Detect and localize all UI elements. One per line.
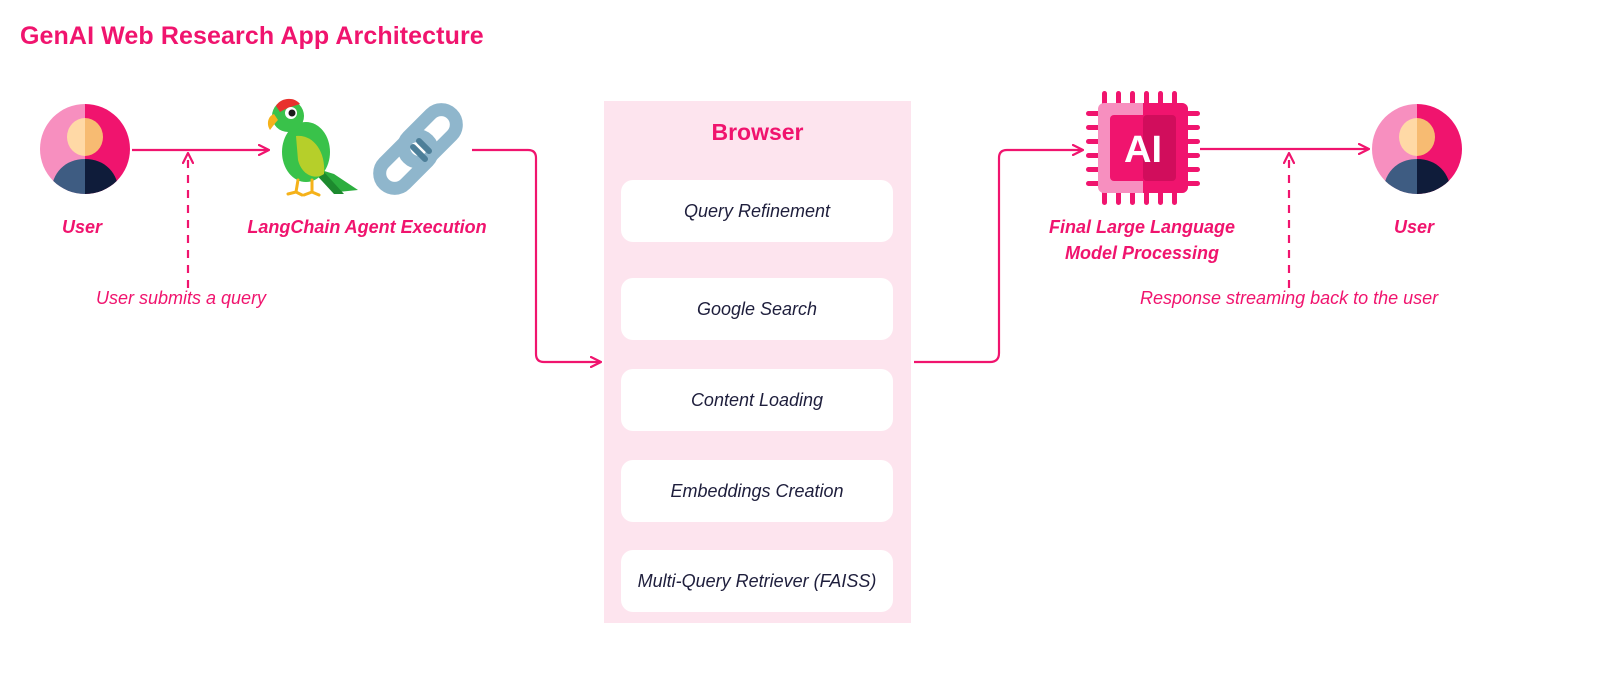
parrot-icon [267,98,358,197]
user-start-label: User [61,217,103,237]
ai-chip-icon: AI [1086,91,1200,205]
arrow-browser-to-llm [914,150,1082,364]
browser-panel: Browser Query Refinement Google Search C… [604,101,911,623]
user-end-label: User [1393,217,1435,237]
query-note: User submits a query [96,288,267,308]
page-title: GenAI Web Research App Architecture [20,22,484,50]
user-avatar-icon [1372,104,1462,194]
step-content-loading: Content Loading [621,369,893,431]
llm-label-line2: Model Processing [1064,243,1220,263]
step-query-refinement: Query Refinement [621,180,893,242]
llm-label: Final Large Language Model Processing [1040,214,1244,266]
llm-label-line1: Final Large Language [1048,217,1236,237]
arrow-langchain-to-browser [472,148,600,362]
langchain-label: LangChain Agent Execution [247,217,487,237]
step-multi-query-retriever: Multi-Query Retriever (FAISS) [621,550,893,612]
chain-link-icon [373,103,463,195]
browser-title: Browser [711,119,804,145]
step-google-search: Google Search [621,278,893,340]
step-embeddings-creation: Embeddings Creation [621,460,893,522]
ai-chip-text: AI [1124,129,1162,171]
response-note: Response streaming back to the user [1140,288,1439,308]
user-avatar-icon [40,104,130,194]
